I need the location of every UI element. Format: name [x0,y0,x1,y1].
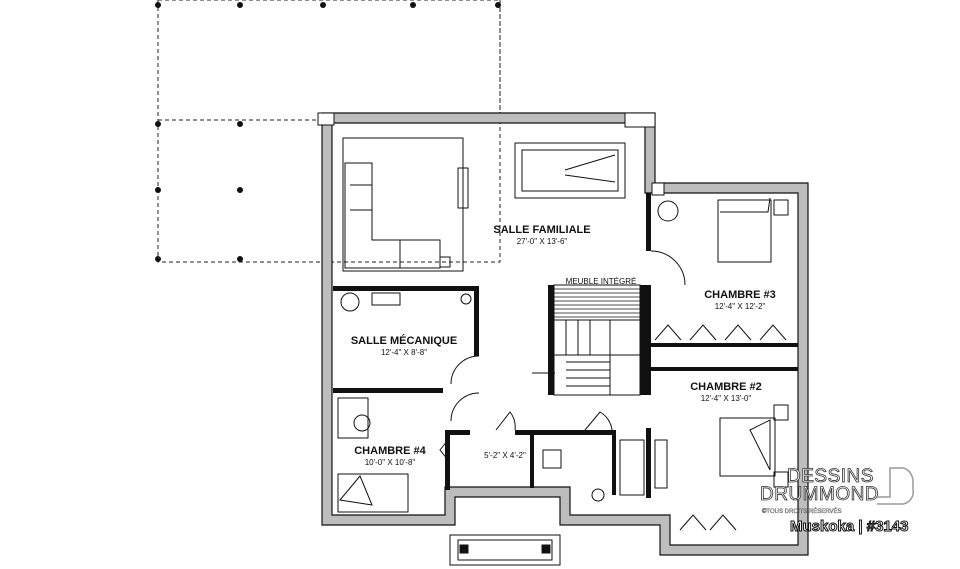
model-name: Muskoka | #3143 [790,518,908,535]
room-dims-chambre-2: 12'-4" X 13'-0" [701,394,752,403]
pool-table [514,142,626,199]
room-dims-salle-mecanique: 12'-4" X 8'-8" [381,348,427,357]
bed-chambre-4 [337,397,409,513]
exterior-steps [449,534,561,566]
bed-chambre-2 [654,404,789,489]
svg-text:DESSINS: DESSINS [787,466,874,487]
staircase [532,319,641,396]
sectional-sofa [342,137,469,272]
room-label-chambre-2: CHAMBRE #2 [690,381,762,393]
exterior-walls [317,112,809,556]
room-label-chambre-4: CHAMBRE #4 [354,445,426,457]
water-heater [340,292,472,312]
room-label-salle-mecanique: SALLE MÉCANIQUE [351,334,457,347]
room-label-salle-familiale: SALLE FAMILIALE [493,224,590,236]
room-dims-salle-familiale: 27'-0" X 13'-6" [517,237,568,246]
room-label-chambre-3: CHAMBRE #3 [704,289,776,301]
bed-chambre-3 [657,197,789,263]
closet-dims: 5'-2" X 4'-2" [484,451,526,460]
closet-doors [439,324,787,531]
doors [450,250,686,431]
room-dims-chambre-4: 10'-0" X 10'-8" [365,458,416,467]
interior-walls [333,193,798,498]
svg-text:©TOUS DROITS RÉSERVÉS: ©TOUS DROITS RÉSERVÉS [762,508,842,515]
svg-text:DRUMMOND: DRUMMOND [760,484,879,505]
bathroom-fixtures [542,439,645,502]
built-in-label: MEUBLE INTÉGRÉ [566,277,637,286]
built-in-furniture [553,284,641,321]
deck-outline [155,0,501,263]
room-dims-chambre-3: 12'-4" X 12'-2" [715,302,766,311]
drummond-logo: DESSINS DRUMMOND ©TOUS DROITS RÉSERVÉS [760,466,914,515]
